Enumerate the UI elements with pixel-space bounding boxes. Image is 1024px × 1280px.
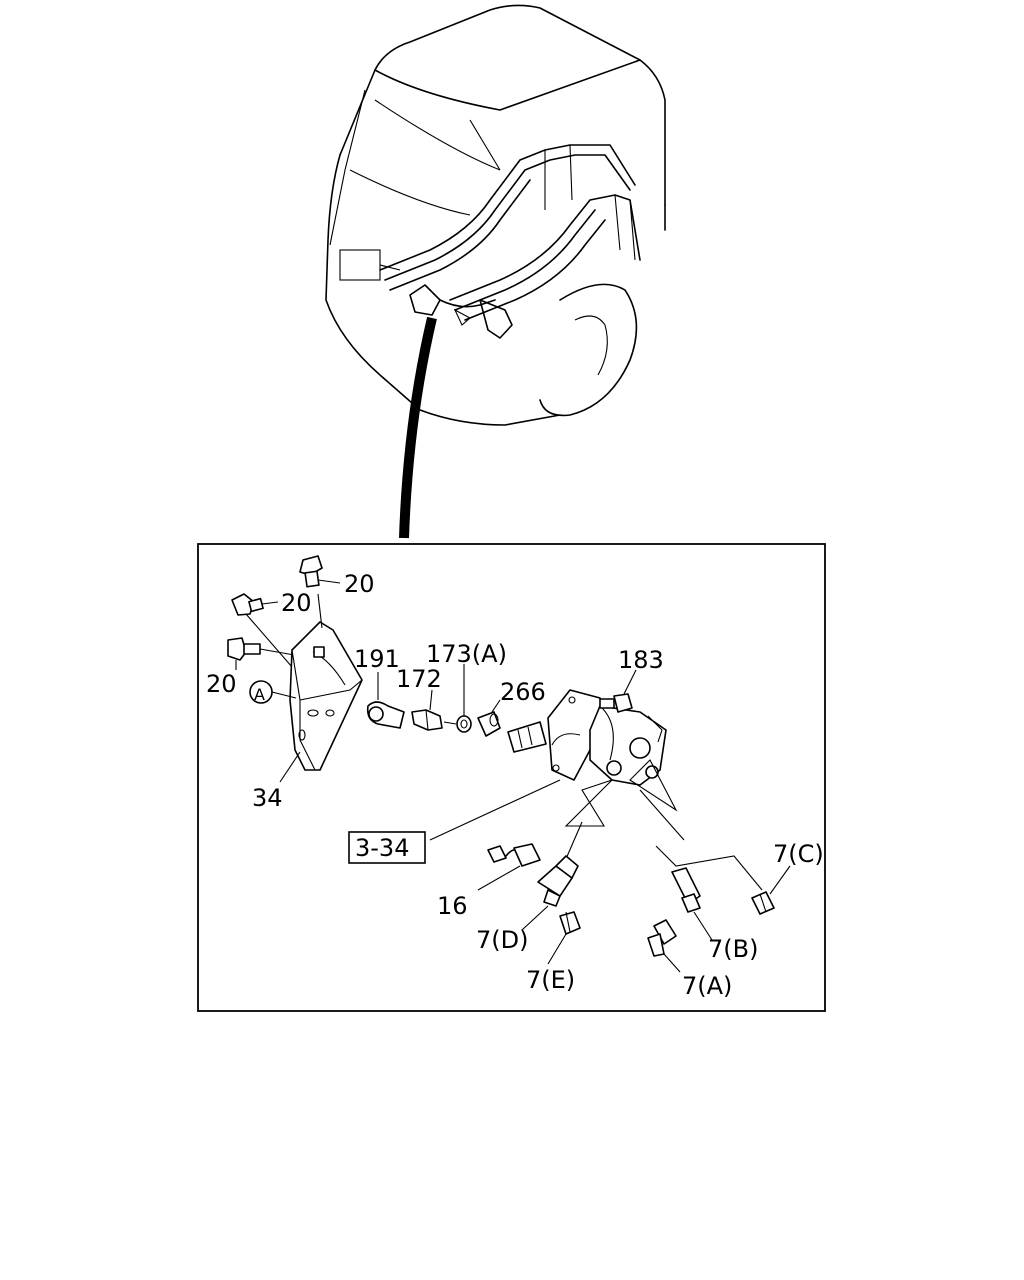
reference-box-3-34 — [348, 831, 426, 864]
switch-16-icon — [477, 843, 541, 891]
label-fitting-7a: 7(A) — [682, 972, 732, 1000]
truck-cab-illustration — [325, 4, 666, 426]
label-bolt-20-lower-left: 20 — [206, 670, 237, 698]
nut-173a-icon — [443, 664, 472, 733]
label-reference-a: A — [254, 685, 265, 704]
label-fitting-7d: 7(D) — [476, 926, 528, 954]
label-bracket-34: 34 — [252, 784, 283, 812]
fitting-7e-icon — [547, 911, 581, 965]
label-joint-191: 191 — [354, 645, 400, 673]
fitting-7c-icon — [751, 865, 791, 915]
label-collar-266: 266 — [500, 678, 546, 706]
label-reference-box-3-34: 3-34 — [355, 834, 409, 862]
spacer-172-icon — [411, 689, 443, 731]
detail-frame — [197, 543, 826, 1012]
bracket-34-icon — [289, 593, 363, 771]
bolt-183-icon — [599, 669, 637, 713]
label-nut-173a: 173(A) — [426, 640, 507, 668]
collar-266-icon — [477, 699, 501, 737]
label-fitting-7b: 7(B) — [708, 935, 758, 963]
steering-gear-icon — [429, 689, 763, 891]
bolt-20-top-icon — [299, 555, 341, 588]
fitting-7b-icon — [671, 867, 713, 941]
label-bolt-183: 183 — [618, 646, 664, 674]
bolt-20-lower-left-icon — [227, 637, 301, 670]
label-fitting-7c: 7(C) — [773, 840, 824, 868]
label-bolt-20-upper-left: 20 — [281, 589, 312, 617]
label-spacer-172: 172 — [396, 665, 442, 693]
label-switch-16: 16 — [437, 892, 468, 920]
fitting-7a-icon — [647, 919, 681, 973]
fitting-7d-icon — [521, 855, 579, 931]
label-bolt-20-top: 20 — [344, 570, 375, 598]
joint-191-icon — [366, 672, 405, 729]
label-fitting-7e: 7(E) — [526, 966, 575, 994]
callout-arrow — [399, 316, 437, 539]
